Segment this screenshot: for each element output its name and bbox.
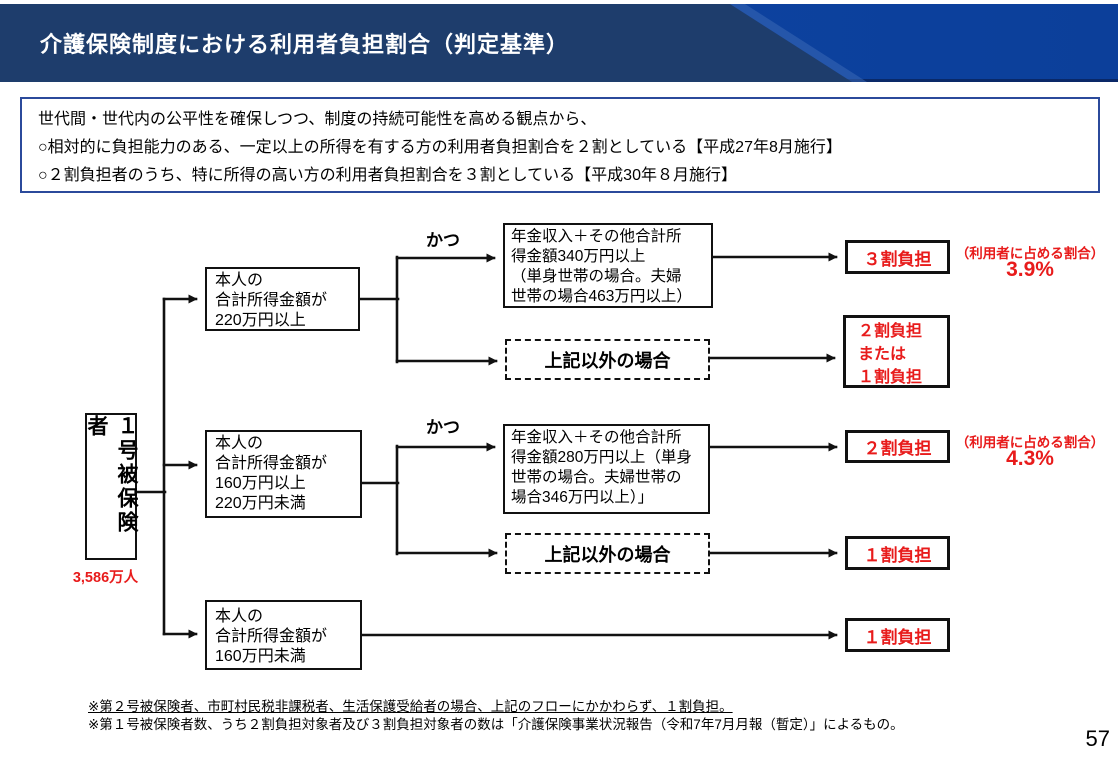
share-value-high: 3.9% xyxy=(1006,258,1054,281)
share-caption-mid: （利用者に占める割合） xyxy=(955,435,1105,450)
insured-box: １号被保険者 xyxy=(85,413,138,560)
insured-count: 3,586万人 xyxy=(72,570,139,586)
result-box-2or1wari: ２割負担 または １割負担 xyxy=(843,315,950,388)
page-number: 57 xyxy=(1085,726,1110,751)
income-box-low: 本人の 合計所得金額が 160万円未満 xyxy=(205,600,362,670)
other-case-box-high: 上記以外の場合 xyxy=(505,339,710,380)
share-caption-high: （利用者に占める割合） xyxy=(955,246,1105,261)
result-box-3wari: ３割負担 xyxy=(845,240,950,274)
income-box-mid: 本人の 合計所得金額が 160万円以上 220万円未満 xyxy=(205,430,362,518)
header-bar: 介護保険制度における利用者負担割合（判定基準） xyxy=(0,4,1118,82)
footnote-2: ※第１号被保険者数、うち２割負担対象者及び３割負担対象者の数は「介護保険事業状況… xyxy=(88,717,904,732)
condition-box-mid: 年金収入＋その他合計所 得金額280万円以上（単身 世帯の場合。夫婦世帯の 場合… xyxy=(503,424,710,514)
result-box-1wari-low: １割負担 xyxy=(845,618,950,652)
intro-box: 世代間・世代内の公平性を確保しつつ、制度の持続可能性を高める観点から、 ○相対的… xyxy=(20,97,1100,193)
share-value-mid: 4.3% xyxy=(1006,447,1054,470)
and-label-high: かつ xyxy=(426,231,460,250)
other-case-box-mid: 上記以外の場合 xyxy=(505,533,710,574)
result-box-1wari-mid: １割負担 xyxy=(845,536,950,570)
result-box-2wari: ２割負担 xyxy=(845,430,950,463)
intro-line: 世代間・世代内の公平性を確保しつつ、制度の持続可能性を高める観点から、 xyxy=(38,111,597,128)
income-box-high: 本人の 合計所得金額が 220万円以上 xyxy=(205,267,360,331)
footnote-1: ※第２号被保険者、市町村民税非課税者、生活保護受給者の場合、上記のフローにかかわ… xyxy=(88,699,733,714)
intro-line: ○相対的に負担能力のある、一定以上の所得を有する方の利用者負担割合を２割としてい… xyxy=(38,139,842,156)
condition-box-high: 年金収入＋その他合計所 得金額340万円以上 （単身世帯の場合。夫婦 世帯の場合… xyxy=(503,223,713,308)
page-title: 介護保険制度における利用者負担割合（判定基準） xyxy=(40,32,570,57)
intro-line: ○２割負担者のうち、特に所得の高い方の利用者負担割合を３割としている【平成30年… xyxy=(38,167,737,184)
and-label-mid: かつ xyxy=(426,418,460,437)
